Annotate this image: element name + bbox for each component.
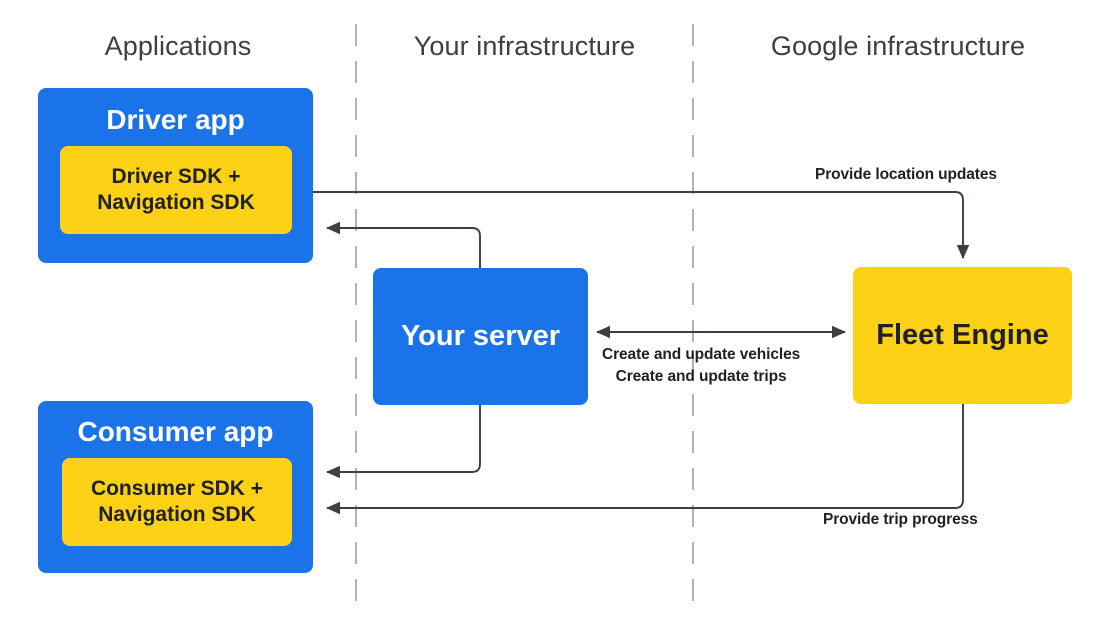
edge-location-updates [292,191,970,260]
column-heading-google-infrastructure: Google infrastructure [770,31,1026,61]
node-fleet-engine[interactable]: Fleet Engine [853,267,1072,404]
column-heading-your-infrastructure: Your infrastructure [413,31,636,61]
chip-driver-sdk-text: Driver SDK + Navigation SDK [97,164,255,215]
chip-consumer-sdk[interactable]: Consumer SDK + Navigation SDK [62,458,292,546]
node-your-server[interactable]: Your server [373,268,588,405]
edge-label-create-and-update-line2: Create and update trips [615,368,787,385]
node-consumer-app-title: Consumer app [77,416,274,447]
chip-consumer-sdk-line1: Consumer SDK + [90,477,264,501]
node-your-server-label: Your server [400,320,561,352]
node-driver-app-title: Driver app [106,104,245,135]
edge-label-create-and-update-line1: Create and update vehicles [602,346,801,363]
edge-label-trip-progress: Provide trip progress [823,511,978,528]
edge-label-create-and-update: Create and update vehicles Create and up… [602,344,800,388]
node-driver-app[interactable]: Driver app Driver SDK + Navigation SDK [38,88,313,263]
chip-driver-sdk-line1: Driver SDK + [111,165,241,189]
chip-driver-sdk-line2: Navigation SDK [97,191,255,214]
node-fleet-engine-label: Fleet Engine [876,319,1049,351]
chip-driver-sdk[interactable]: Driver SDK + Navigation SDK [60,146,292,234]
edge-trip-progress [325,404,964,515]
node-consumer-app[interactable]: Consumer app Consumer SDK + Navigation S… [38,401,313,573]
edge-server-to-driver [325,221,481,268]
edge-server-to-consumer [325,405,481,479]
column-heading-applications: Applications [104,31,252,61]
edge-label-location-updates: Provide location updates [815,166,997,183]
chip-consumer-sdk-line2: Navigation SDK [98,503,256,526]
chip-consumer-sdk-text: Consumer SDK + Navigation SDK [91,476,263,527]
